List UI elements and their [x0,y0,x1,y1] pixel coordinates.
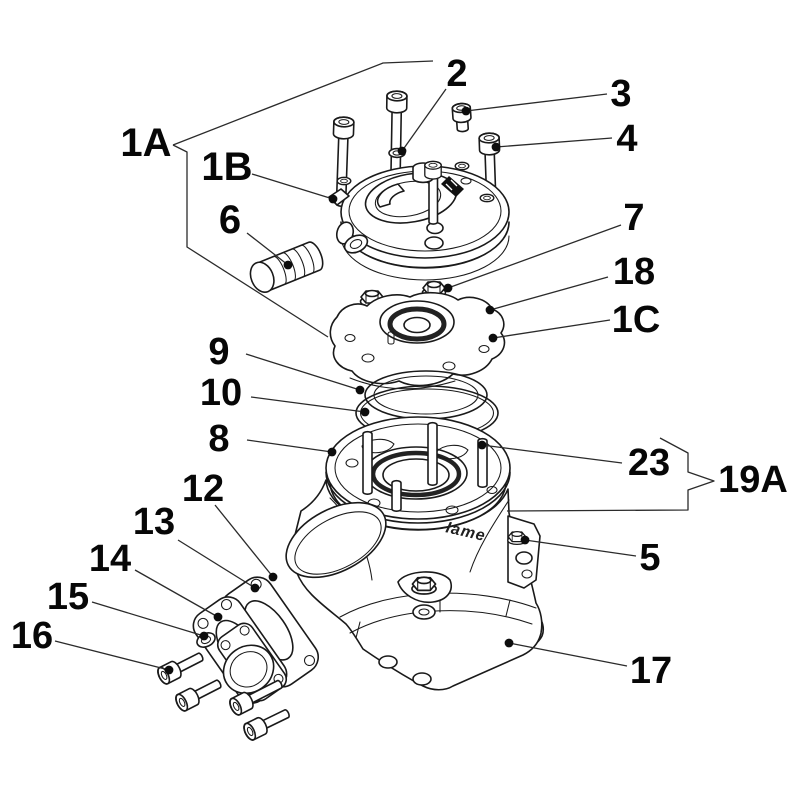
callout-19A: 19A [718,459,788,501]
callout-18: 18 [613,251,655,293]
callout-23: 23 [628,442,670,484]
callout-7: 7 [623,197,644,239]
callout-labels: 1A 1B 2 3 4 6 7 18 1C 9 10 8 23 19A 5 12… [11,53,788,692]
callout-2: 2 [446,53,467,95]
head-insert-part1C [329,291,506,390]
callout-10: 10 [200,372,242,414]
callout-5: 5 [639,537,660,579]
callout-3: 3 [610,73,631,115]
callout-12: 12 [182,468,224,510]
callout-1C: 1C [612,299,661,341]
head-cover-part1B [328,160,510,281]
callout-17: 17 [630,650,672,692]
callout-1A: 1A [120,121,171,165]
callout-13: 13 [133,501,175,543]
leader-lines [54,60,715,675]
exhaust-flange-part14 [216,622,288,702]
callout-1B: 1B [201,145,252,189]
cylinder-part8: Iame [285,416,543,691]
callout-14: 14 [89,538,131,580]
flange-screw-part16 [154,647,207,687]
callout-15: 15 [47,576,89,618]
callout-9: 9 [208,331,229,373]
callout-4: 4 [616,118,637,160]
washer-left [336,176,352,186]
callout-6: 6 [219,198,241,242]
callout-8: 8 [208,418,229,460]
flange-screw-b [172,674,225,714]
callout-16: 16 [11,615,53,657]
short-screw-part3 [451,102,473,133]
